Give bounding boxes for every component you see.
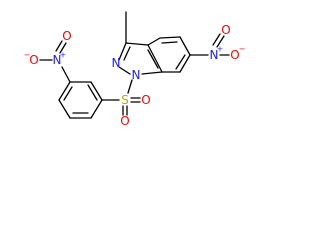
bond-n1-s bbox=[127, 79, 133, 94]
atom-o-sulfonyl-right: O bbox=[141, 93, 150, 107]
charge-minus-left: − bbox=[24, 51, 31, 60]
atom-o-nitro-right-side: O bbox=[230, 48, 239, 62]
bond-c3prime-c4prime bbox=[58, 81, 71, 101]
atom-n-nitro-left: N bbox=[53, 53, 62, 67]
bond-c7a-c3a bbox=[147, 44, 163, 73]
bond-nitro-left-o-double bbox=[59, 42, 67, 54]
atom-s-sulfonyl: S bbox=[121, 93, 129, 107]
molecule-structure: N N S O O N + O O − N + O O − bbox=[24, 11, 246, 128]
atom-o-nitro-left-side: O bbox=[29, 53, 38, 67]
bond-c3a-c3 bbox=[125, 42, 149, 46]
bond-c6prime-c1prime bbox=[90, 99, 103, 119]
bond-c3a-c4 bbox=[147, 37, 161, 46]
bond-c7a-c3a-inner bbox=[147, 49, 159, 69]
atom-o-nitro-left-top: O bbox=[62, 29, 71, 43]
bond-c3-n2-inner bbox=[123, 46, 131, 61]
bond-c6-c7-inner bbox=[175, 54, 186, 70]
bond-c3prime-c4prime-inner bbox=[63, 86, 73, 101]
atom-n-nitro-right: N bbox=[210, 48, 219, 62]
bond-c3prime-nitro-n bbox=[61, 66, 71, 83]
bond-c5-c6 bbox=[179, 36, 191, 56]
bond-nitro-right-o-double-2 bbox=[212, 33, 221, 46]
charge-plus-right: + bbox=[217, 45, 224, 54]
bond-c6-c7 bbox=[179, 54, 191, 73]
bond-c1prime-c2prime-inner bbox=[87, 84, 98, 101]
atom-labels: N N S O O N + O O − N + O O − bbox=[24, 23, 246, 128]
bond-c3-n2 bbox=[118, 42, 127, 61]
bond-nitro-left-o-double-2 bbox=[55, 40, 63, 52]
bond-n2-n1 bbox=[118, 66, 131, 75]
charge-plus-left: + bbox=[60, 51, 67, 60]
bond-c1prime-c2prime bbox=[90, 81, 103, 101]
bonds bbox=[39, 11, 230, 119]
atom-o-nitro-right-top: O bbox=[221, 23, 230, 37]
bond-n1-c7a bbox=[141, 71, 163, 75]
bond-nitro-right-o-double bbox=[216, 35, 225, 48]
atom-n-indazole-1: N bbox=[132, 68, 141, 82]
bond-c4-c5-inner bbox=[161, 41, 178, 44]
atom-o-sulfonyl-down: O bbox=[120, 114, 129, 128]
charge-minus-right: − bbox=[239, 45, 246, 54]
bond-c4-c5 bbox=[159, 36, 181, 39]
atom-n-indazole-2: N bbox=[112, 56, 121, 70]
bond-c4prime-c5prime bbox=[58, 99, 71, 119]
